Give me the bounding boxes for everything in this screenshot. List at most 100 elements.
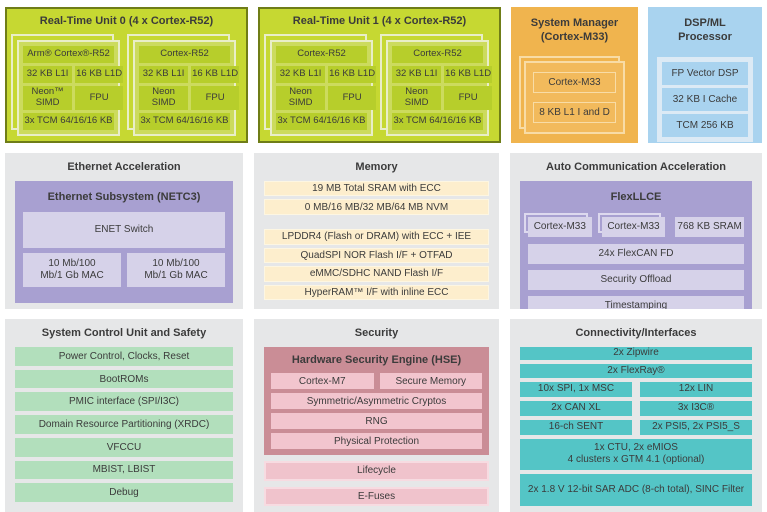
dsp-ml-unit: DSP/ML Processor FP Vector DSP 32 KB I C… <box>648 7 762 143</box>
l1d-cache-block: 16 KB L1D <box>444 66 493 83</box>
tcm-block: TCM 256 KB <box>662 113 748 137</box>
ethernet-acceleration-title: Ethernet Acceleration <box>67 161 181 173</box>
icache-block: 32 KB I Cache <box>662 87 748 111</box>
connectivity-bar: 2x CAN XL <box>520 400 632 416</box>
flexllce-cortex-m33-block: Cortex-M33 <box>601 217 666 237</box>
hardware-security-engine: Hardware Security Engine (HSE) Cortex-M7… <box>264 347 489 455</box>
tcm-block: 3x TCM 64/16/16 KB <box>139 113 230 130</box>
scu-bar: Domain Resource Partitioning (XRDC) <box>15 415 233 434</box>
scu-bar: Power Control, Clocks, Reset <box>15 347 233 366</box>
memory-bar: HyperRAM™ I/F with inline ECC <box>264 284 489 301</box>
rtu0-cores: Arm® Cortex®-R52 32 KB L1I 16 KB L1D Neo… <box>11 33 240 136</box>
l1i-cache-block: 32 KB L1I <box>392 66 442 83</box>
memory-section: Memory 19 MB Total SRAM with ECC 0 MB/16… <box>254 153 499 309</box>
core-name-block: Arm® Cortex®-R52 <box>23 46 114 63</box>
tcm-block: 3x TCM 64/16/16 KB <box>276 113 367 130</box>
core-name-block: Cortex-R52 <box>392 46 483 63</box>
rtu0-core-0: Arm® Cortex®-R52 32 KB L1I 16 KB L1D Neo… <box>11 34 124 136</box>
scu-bar: PMIC interface (SPI/I3C) <box>15 392 233 412</box>
security-section: Security Hardware Security Engine (HSE) … <box>254 319 499 512</box>
auto-communication-title: Auto Communication Acceleration <box>546 161 726 173</box>
realtime-unit-0: Real-Time Unit 0 (4 x Cortex-R52) Arm® C… <box>5 7 248 143</box>
memory-bar: 0 MB/16 MB/32 MB/64 MB NVM <box>264 199 489 215</box>
memory-title: Memory <box>355 161 398 173</box>
realtime-unit-1: Real-Time Unit 1 (4 x Cortex-R52) Cortex… <box>258 7 501 143</box>
ethernet-subsystem-title: Ethernet Subsystem (NETC3) <box>47 191 201 203</box>
control-security-connectivity-row: System Control Unit and Safety Power Con… <box>5 319 762 512</box>
processing-row: Real-Time Unit 0 (4 x Cortex-R52) Arm® C… <box>5 7 762 143</box>
lifecycle-bar: Lifecycle <box>264 461 489 481</box>
core-name-block: Cortex-R52 <box>276 46 367 63</box>
core-name-block: Cortex-R52 <box>139 46 230 63</box>
scu-bar: VFCCU <box>15 437 233 457</box>
connectivity-bar: 3x I3C® <box>640 400 752 416</box>
flexcan-block: 24x FlexCAN FD <box>528 244 744 264</box>
l1d-cache-block: 16 KB L1D <box>75 66 124 83</box>
hse-secure-memory-block: Secure Memory <box>379 373 482 389</box>
connectivity-bar: 12x LIN <box>640 381 752 397</box>
rtu1-core-1: Cortex-R52 32 KB L1I 16 KB L1D Neon SIMD… <box>380 34 493 136</box>
system-control-safety-section: System Control Unit and Safety Power Con… <box>5 319 243 512</box>
tcm-block: 3x TCM 64/16/16 KB <box>23 113 114 130</box>
connectivity-section: Connectivity/Interfaces 2x Zipwire 2x Fl… <box>510 319 762 512</box>
memory-group-gap <box>264 218 489 229</box>
simd-block: Neon SIMD <box>276 86 326 110</box>
mac-block: 10 Mb/100 Mb/1 Gb MAC <box>23 253 121 287</box>
simd-block: Neon SIMD <box>139 86 189 110</box>
connectivity-bar: 2x Zipwire <box>520 347 752 361</box>
l1i-cache-block: 32 KB L1I <box>139 66 189 83</box>
fpu-block: FPU <box>75 86 124 110</box>
memory-bar: QuadSPI NOR Flash I/F + OTFAD <box>264 247 489 264</box>
hse-cortex-m7-block: Cortex-M7 <box>271 373 374 389</box>
memory-bar: LPDDR4 (Flash or DRAM) with ECC + IEE <box>264 229 489 245</box>
realtime-unit-0-title: Real-Time Unit 0 (4 x Cortex-R52) <box>39 15 214 27</box>
simd-block: Neon SIMD <box>392 86 442 110</box>
system-manager-unit: System Manager (Cortex-M33) Cortex-M33 8… <box>511 7 638 143</box>
system-control-safety-title: System Control Unit and Safety <box>41 327 207 339</box>
rtu1-core-0: Cortex-R52 32 KB L1I 16 KB L1D Neon SIMD… <box>264 34 377 136</box>
l1d-cache-block: 16 KB L1D <box>191 66 240 83</box>
sar-adc-bar: 2x 1.8 V 12-bit SAR ADC (8-ch total), SI… <box>520 473 752 506</box>
connectivity-bar: 16-ch SENT <box>520 419 632 435</box>
fpu-block: FPU <box>191 86 240 110</box>
hse-bar: Physical Protection <box>271 433 482 449</box>
security-title: Security <box>354 327 399 339</box>
security-offload-block: Security Offload <box>528 270 744 290</box>
l1i-cache-block: 32 KB L1I <box>23 66 73 83</box>
connectivity-bar: 2x PSI5, 2x PSI5_S <box>640 419 752 435</box>
flexllce-title: FlexLLCE <box>610 191 662 203</box>
l1-cache-block: 8 KB L1 I and D <box>533 101 616 123</box>
connectivity-bar: 10x SPI, 1x MSC <box>520 381 632 397</box>
l1d-cache-block: 16 KB L1D <box>328 66 377 83</box>
timestamping-block: Timestamping <box>528 296 744 309</box>
rtu1-cores: Cortex-R52 32 KB L1I 16 KB L1D Neon SIMD… <box>264 33 493 136</box>
memory-bar: eMMC/SDHC NAND Flash I/F <box>264 266 489 282</box>
flexllce-sram-block: 768 KB SRAM <box>675 217 745 237</box>
enet-switch-block: ENET Switch <box>23 212 225 248</box>
fpu-block: FPU <box>328 86 377 110</box>
efuses-bar: E-Fuses <box>264 486 489 506</box>
rtu0-core-1: Cortex-R52 32 KB L1I 16 KB L1D Neon SIMD… <box>127 34 240 136</box>
ethernet-subsystem: Ethernet Subsystem (NETC3) ENET Switch 1… <box>15 181 233 303</box>
simd-block: Neon™ SIMD <box>23 86 73 110</box>
memory-bar: 19 MB Total SRAM with ECC <box>264 181 489 197</box>
connectivity-title: Connectivity/Interfaces <box>575 327 697 339</box>
tcm-block: 3x TCM 64/16/16 KB <box>392 113 483 130</box>
scu-bar: Debug <box>15 483 233 503</box>
dsp-ml-title: DSP/ML Processor <box>678 17 732 43</box>
ethernet-acceleration-section: Ethernet Acceleration Ethernet Subsystem… <box>5 153 243 309</box>
connectivity-bar: 2x FlexRay® <box>520 364 752 378</box>
hse-bar: RNG <box>271 413 482 429</box>
system-manager-title: System Manager (Cortex-M33) <box>530 17 619 43</box>
flexllce-block: FlexLLCE Cortex-M33 Cortex-M33 768 KB SR… <box>520 181 752 309</box>
ctu-emios-gtm-bar: 1x CTU, 2x eMIOS 4 clusters x GTM 4.1 (o… <box>520 438 752 470</box>
flexllce-cortex-m33-block: Cortex-M33 <box>528 217 592 237</box>
auto-communication-section: Auto Communication Acceleration FlexLLCE… <box>510 153 762 309</box>
mac-block: 10 Mb/100 Mb/1 Gb MAC <box>127 253 225 287</box>
hse-bar: Symmetric/Asymmetric Cryptos <box>271 393 482 409</box>
fp-vector-dsp-block: FP Vector DSP <box>662 61 748 85</box>
scu-bar: MBIST, LBIST <box>15 460 233 480</box>
acceleration-memory-row: Ethernet Acceleration Ethernet Subsystem… <box>5 153 762 309</box>
cortex-m33-block: Cortex-M33 <box>533 71 616 93</box>
